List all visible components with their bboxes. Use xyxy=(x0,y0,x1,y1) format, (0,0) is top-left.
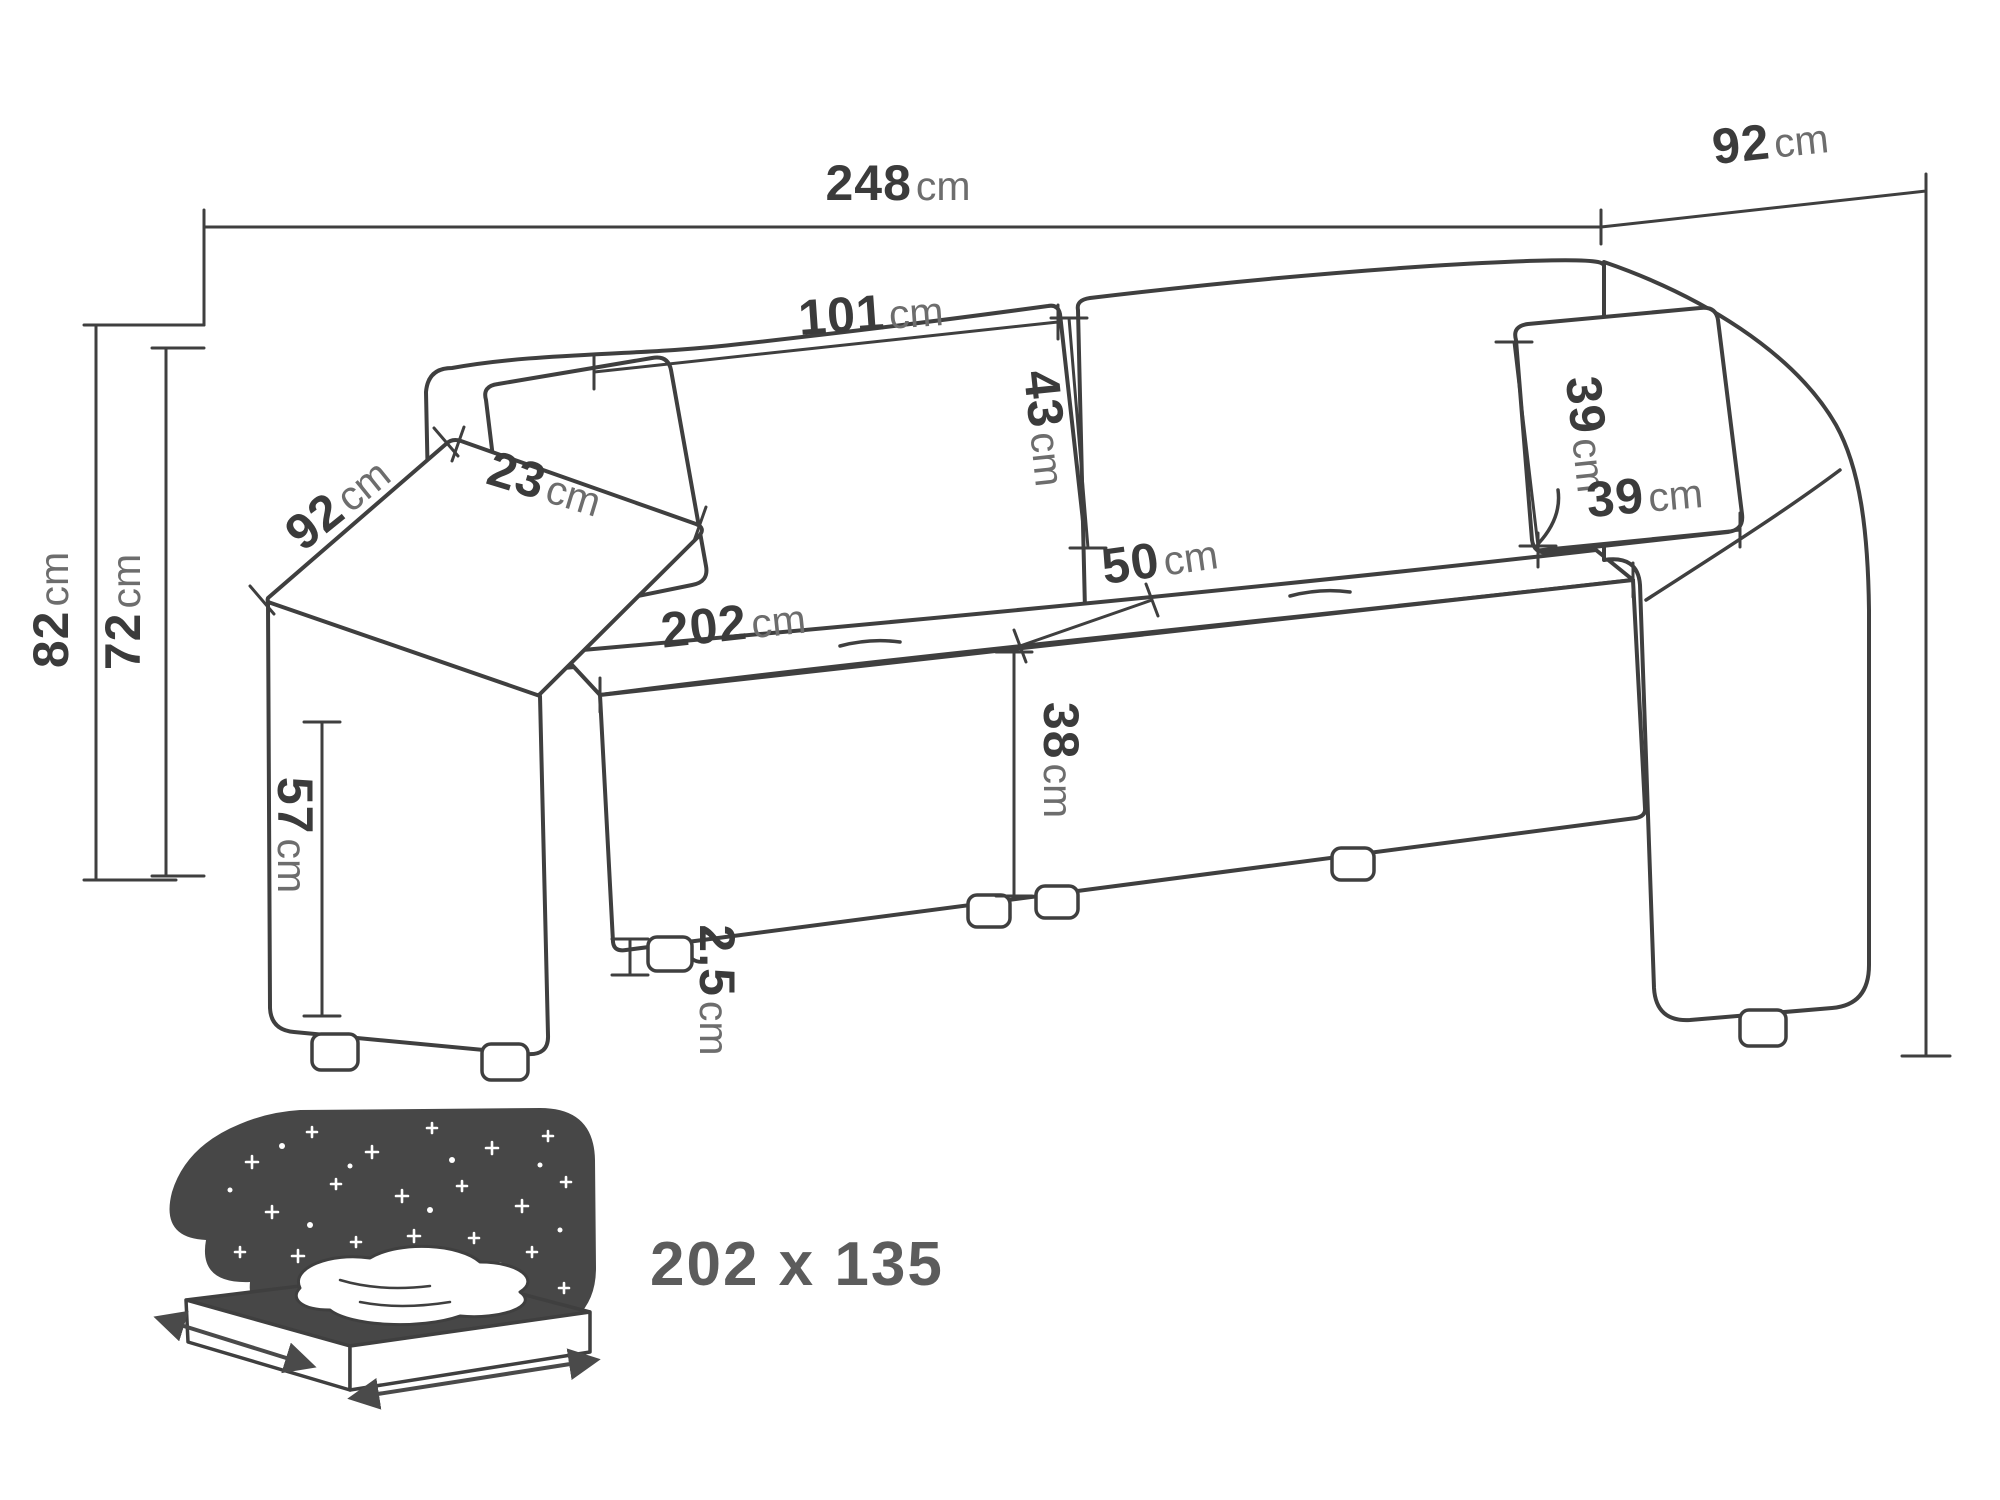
sleeping-area-icon: 202 x 135 xyxy=(153,1108,944,1410)
mattress-width-arrow xyxy=(153,1310,317,1374)
dim-overall-width-label: 248cm xyxy=(825,155,970,211)
dim-leg-height-label: 2,5cm xyxy=(689,924,745,1055)
mattress-icon xyxy=(153,1244,601,1410)
dim-pillow-width: 39cm xyxy=(1536,462,1742,569)
dim-backrest-height: 43cm xyxy=(1013,316,1108,550)
sofa-legs xyxy=(310,846,1788,1082)
dim-seat-height: 38cm xyxy=(994,650,1089,898)
dim-pillow-height-label: 39cm xyxy=(1555,373,1623,494)
dim-overall-height-label: 82cm xyxy=(23,552,79,668)
seat-tufting-marks xyxy=(838,588,1352,648)
dim-pillow-height: 39cm xyxy=(1494,340,1623,548)
right-pillow xyxy=(1513,305,1745,555)
dim-overall-width: 248cm xyxy=(202,155,1603,327)
dim-backrest-width-label: 101cm xyxy=(796,280,945,346)
sofa-line-drawing xyxy=(265,258,1871,1082)
dim-backrest-height-label: 43cm xyxy=(1013,367,1081,488)
dim-seat-width-label: 202cm xyxy=(658,588,808,659)
right-pillow-crease xyxy=(1536,488,1561,546)
dim-pillow-width-label: 39cm xyxy=(1584,462,1705,528)
duvet-creases xyxy=(338,1278,452,1308)
stars-decoration xyxy=(227,1121,573,1295)
dim-seat-height-label: 38cm xyxy=(1033,702,1089,818)
dim-arm-height-label: 72cm xyxy=(95,554,151,670)
dim-overall-height: 82cm xyxy=(23,323,206,882)
dimension-annotations: 248cm 92cm 82cm 72cm xyxy=(23,107,1952,1058)
dim-seat-depth: 50cm xyxy=(1012,523,1221,664)
dim-armrest-front-height-label: 57cm xyxy=(267,777,323,893)
mattress-length-arrow xyxy=(347,1348,601,1410)
seat-front-face xyxy=(598,578,1648,953)
dim-overall-depth: 92cm xyxy=(1599,107,1952,1058)
dim-armrest-front-height: 57cm xyxy=(267,720,342,1018)
duvet-shape xyxy=(294,1244,530,1327)
dim-seat-width: 202cm xyxy=(598,561,1635,714)
dim-arm-height: 72cm xyxy=(95,346,206,878)
dim-leg-height: 2,5cm xyxy=(610,924,745,1056)
dim-backrest-width: 101cm xyxy=(592,280,1060,391)
dim-seat-depth-label: 50cm xyxy=(1098,523,1221,595)
dim-overall-depth-label: 92cm xyxy=(1709,107,1830,175)
sleeping-area-label: 202 x 135 xyxy=(650,1230,944,1299)
